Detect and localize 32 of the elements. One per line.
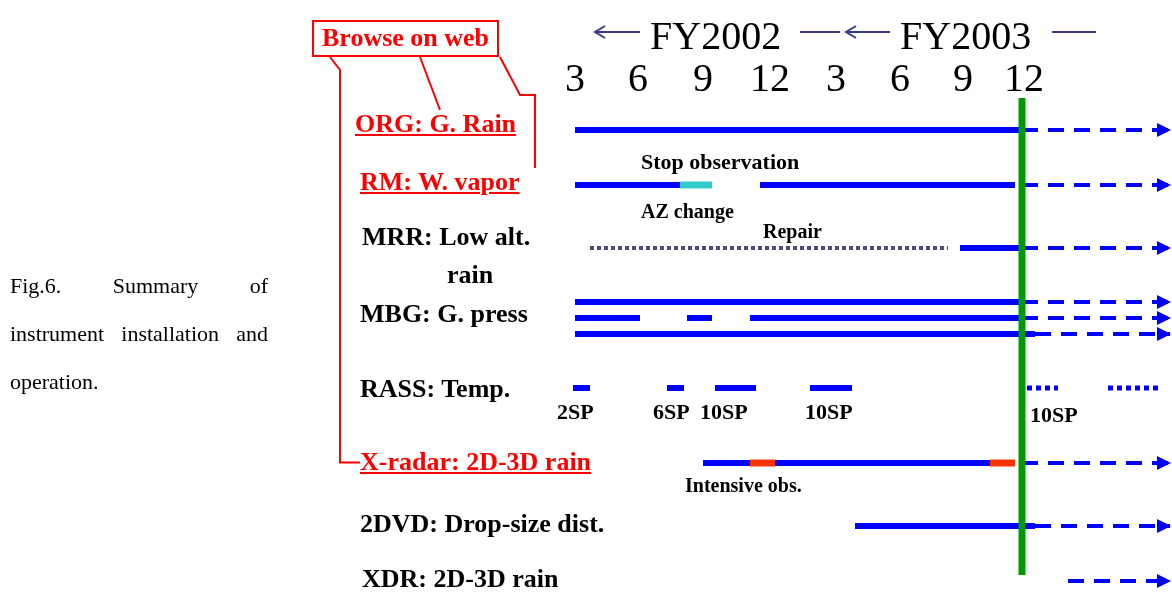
figure-caption: Fig.6. Summary of instrument installation and operation.: [10, 272, 268, 396]
link-text: X-radar: 2D-3D rain: [360, 448, 592, 477]
month-label: 9: [953, 56, 973, 100]
link-box: Browse on web: [312, 20, 500, 57]
mode-label: 10SP: [1030, 403, 1078, 428]
month-label: 6: [890, 56, 910, 100]
month-label: 3: [565, 56, 585, 100]
month-label: 9: [693, 56, 713, 100]
leader-line: [419, 56, 441, 111]
mode-label: 6SP: [653, 400, 690, 425]
annotation: Repair: [763, 220, 822, 242]
instrument-label: MBG: G. press: [360, 300, 528, 329]
link-text: ORG: G. Rain: [355, 110, 517, 139]
month-label: 12: [1004, 56, 1044, 100]
instrument-label: 2DVD: Drop-size dist.: [360, 510, 605, 539]
instrument-label: RASS: Temp.: [360, 375, 511, 404]
month-label: 12: [750, 56, 790, 100]
annotation: Intensive obs.: [685, 474, 802, 496]
instrument-label: XDR: 2D-3D rain: [362, 565, 559, 594]
month-label: 3: [826, 56, 846, 100]
annotation: Stop observation: [641, 150, 800, 175]
year-label: FY2002: [650, 14, 782, 58]
year-label: FY2003: [900, 14, 1032, 58]
leader-line: [499, 56, 536, 169]
link-text: RM: W. vapor: [360, 168, 520, 197]
instrument-label: MRR: Low alt. rain: [362, 221, 532, 291]
annotation: AZ change: [641, 200, 734, 222]
mode-label: 2SP: [557, 400, 594, 425]
mode-label: 10SP: [805, 400, 853, 425]
month-label: 6: [628, 56, 648, 100]
leader-line: [329, 56, 361, 464]
mode-label: 10SP: [700, 400, 748, 425]
